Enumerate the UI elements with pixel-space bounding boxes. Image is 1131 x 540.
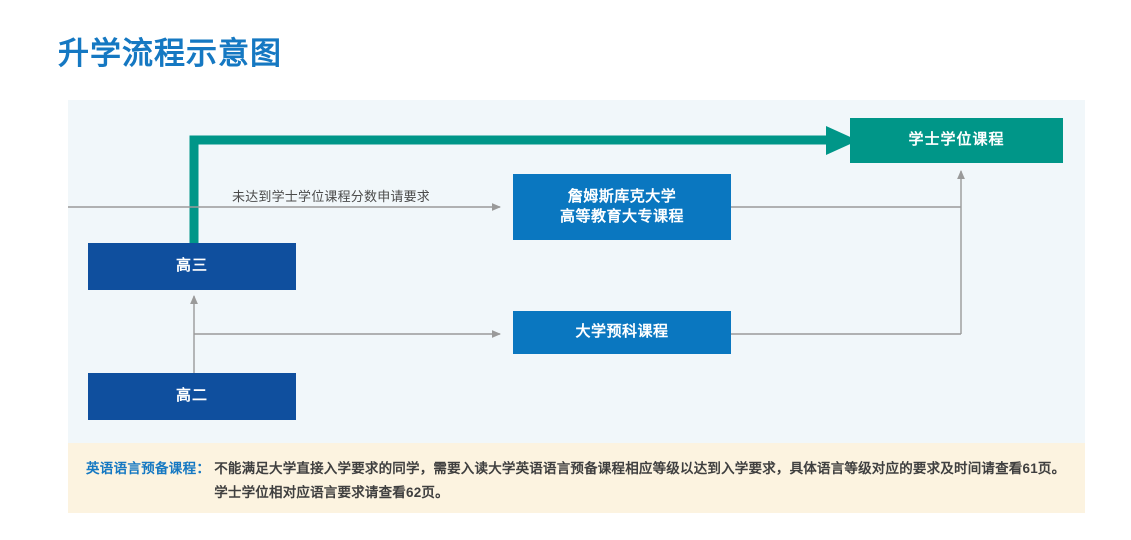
node-senior3[interactable]: 高三 [88,243,296,290]
node-degree-label: 学士学位课程 [908,131,1005,149]
node-diploma-label: 詹姆斯库克大学 高等教育大专课程 [560,187,684,228]
edge-label-senior3-to-diploma: 未达到学士学位课程分数申请要求 [232,189,431,204]
page-title: 升学流程示意图 [58,36,282,71]
node-degree[interactable]: 学士学位课程 [850,118,1063,163]
connector-layer [68,126,965,373]
node-diploma-line1: 詹姆斯库克大学 [567,187,677,205]
node-diploma[interactable]: 詹姆斯库克大学 高等教育大专课程 [513,174,731,240]
node-foundation[interactable]: 大学预科课程 [513,311,731,354]
node-foundation-label: 大学预科课程 [575,323,669,341]
node-senior2-label: 高二 [175,387,208,405]
node-diploma-line2: 高等教育大专课程 [559,208,684,225]
node-senior2[interactable]: 高二 [88,373,296,420]
footer-note: 英语语言预备课程： 不能满足大学直接入学要求的同学，需要入读大学英语语言预备课程… [68,443,1085,513]
footer-note-text: 不能满足大学直接入学要求的同学，需要入读大学英语语言预备课程相应等级以达到入学要… [214,461,1066,500]
footer-note-label: 英语语言预备课程： [86,461,211,476]
edge-senior3-to-degree [189,126,858,243]
diagram-panel: 未达到学士学位课程分数申请要求 高三 高二 詹姆斯库克大学 高等教育大专课程 大… [68,100,1085,443]
node-senior3-label: 高三 [175,257,208,275]
